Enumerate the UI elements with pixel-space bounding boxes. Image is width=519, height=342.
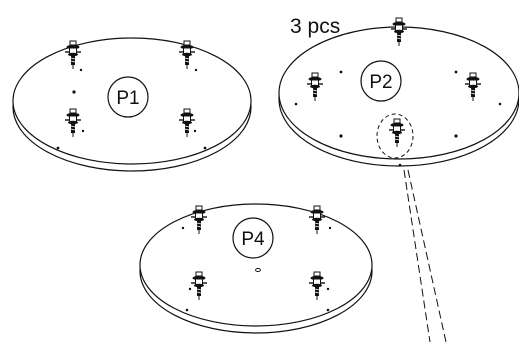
plate-p1: P1 bbox=[12, 37, 252, 172]
plate-p1-label: P1 bbox=[116, 88, 139, 109]
plate-p2-label: P2 bbox=[369, 72, 392, 93]
plate-p2: P2 bbox=[278, 17, 519, 167]
plate-p4-label-circle bbox=[232, 217, 274, 259]
quantity-note: 3 pcs bbox=[290, 15, 340, 38]
detail-leader-lines bbox=[403, 169, 447, 342]
detail-callout-circle bbox=[376, 113, 414, 159]
plate-p1-label-circle bbox=[107, 76, 149, 118]
plate-p2-label-circle bbox=[360, 60, 402, 102]
plate-p4: P4 bbox=[139, 203, 373, 334]
plate-p4-label: P4 bbox=[241, 229, 265, 250]
